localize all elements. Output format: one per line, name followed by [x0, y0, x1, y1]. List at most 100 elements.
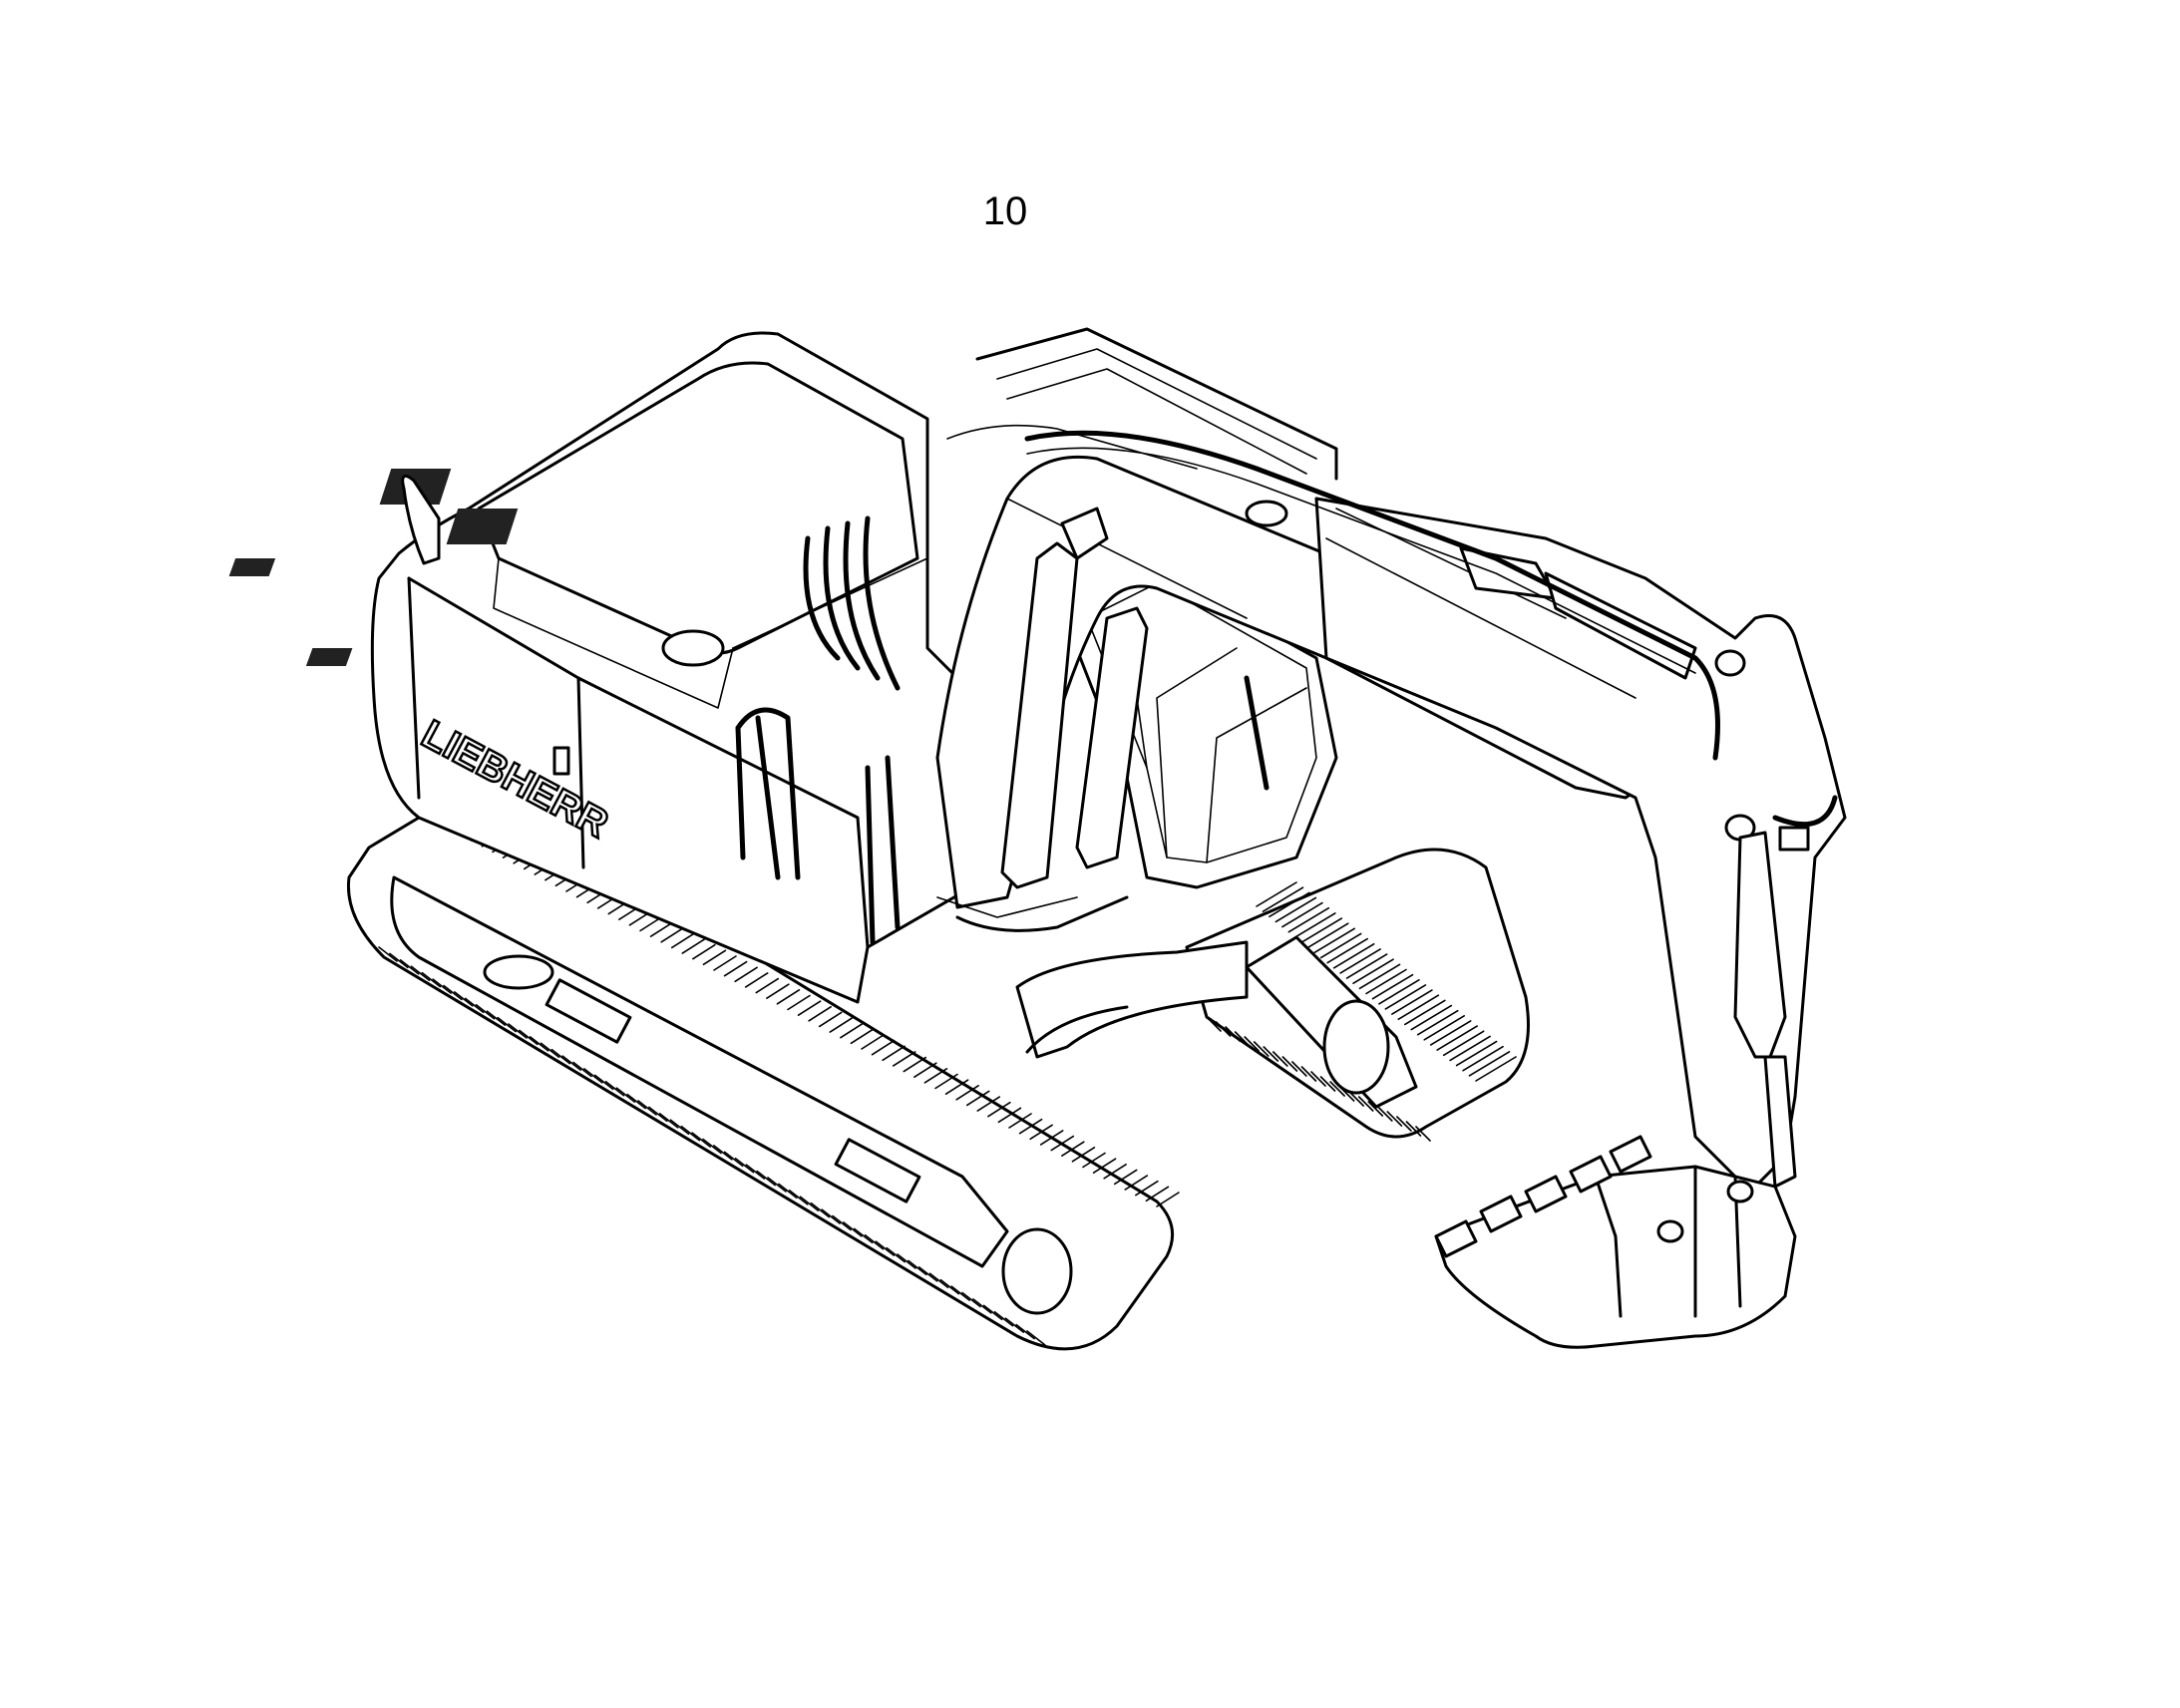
track-link	[972, 1298, 992, 1314]
boom-pivot-pin	[1245, 500, 1288, 527]
track-link	[1397, 994, 1440, 1021]
track-link	[923, 1068, 948, 1084]
track-link	[892, 1051, 916, 1067]
track-link	[755, 977, 780, 994]
track-link	[1352, 958, 1394, 985]
track-link	[1008, 1113, 1032, 1129]
track-link	[660, 926, 684, 943]
track-link	[1404, 999, 1446, 1026]
track-link	[432, 978, 452, 994]
fuel-cap	[661, 629, 725, 667]
track-link	[681, 938, 706, 954]
track-link	[475, 1003, 496, 1020]
track-link	[767, 1177, 787, 1193]
track-link	[987, 1101, 1011, 1118]
track-link	[939, 1278, 960, 1295]
track-link	[519, 1029, 539, 1046]
bucket-link-pin	[1726, 1180, 1754, 1203]
track-link	[850, 1028, 875, 1045]
track-link	[1358, 963, 1401, 990]
track-link	[840, 1022, 864, 1039]
track-link	[1103, 1163, 1127, 1180]
track-link	[944, 1079, 969, 1095]
boom-cylinders	[1000, 507, 1149, 889]
track-link	[829, 1017, 854, 1033]
track-link	[691, 1132, 711, 1148]
track-link	[464, 997, 485, 1014]
track-link	[443, 984, 463, 1001]
track-link	[864, 1233, 885, 1250]
track-link	[913, 1062, 937, 1079]
track-link	[1050, 1135, 1075, 1152]
track-link	[497, 1016, 517, 1033]
track-link	[1429, 1020, 1472, 1046]
track-link	[908, 1259, 927, 1276]
track-link	[1371, 973, 1414, 1000]
hydraulic-hoses	[803, 424, 1838, 828]
exhaust-stack	[401, 475, 441, 565]
arm-pin-upper	[1714, 649, 1746, 677]
track-link	[454, 991, 474, 1007]
track-link	[1410, 1004, 1453, 1031]
track-link	[1386, 1111, 1403, 1127]
track-link	[572, 1061, 592, 1078]
track-link	[626, 1093, 646, 1110]
boom-cylinder-right	[1075, 606, 1149, 869]
track-link	[486, 1010, 507, 1026]
figure-number-label: 10	[982, 189, 1028, 233]
track-link	[1357, 1096, 1374, 1112]
track-link	[903, 1056, 927, 1073]
track-link	[766, 983, 790, 1000]
track-link	[818, 1011, 843, 1028]
track-link	[604, 1080, 625, 1097]
track-link	[1436, 1025, 1478, 1051]
track-link	[1135, 1180, 1159, 1196]
track-link	[1462, 1045, 1504, 1072]
track-link	[1215, 1021, 1232, 1037]
track-link	[1269, 891, 1310, 918]
cylinder-clamp	[1778, 826, 1810, 852]
swing-frame	[936, 895, 1129, 932]
track-link	[1061, 1141, 1085, 1158]
track-link	[1300, 1066, 1317, 1082]
track-link	[875, 1240, 896, 1256]
track-link	[1378, 978, 1420, 1005]
track-link	[1405, 1121, 1422, 1137]
track-link	[1294, 912, 1336, 938]
track-link	[615, 1087, 636, 1103]
bucket	[1434, 1135, 1797, 1349]
track-link	[670, 932, 695, 949]
track-link	[1244, 1036, 1260, 1052]
track-link	[637, 1100, 657, 1116]
track-link	[1281, 901, 1323, 928]
left-track-cover-cutout	[483, 954, 554, 990]
track-link	[723, 960, 748, 977]
side-vent	[228, 558, 276, 576]
track-link	[1274, 896, 1317, 923]
track-link	[1234, 1031, 1251, 1047]
track-link	[1156, 1192, 1180, 1207]
track-link	[378, 946, 398, 962]
track-link	[1206, 1016, 1222, 1032]
track-link	[821, 1208, 841, 1224]
track-link	[1442, 1030, 1485, 1057]
track-link	[649, 921, 674, 937]
track-link	[680, 1125, 701, 1142]
track-link	[1004, 1317, 1025, 1333]
track-link	[1300, 917, 1343, 943]
track-link	[1339, 948, 1381, 974]
track-link	[702, 1138, 722, 1155]
track-link	[550, 1048, 571, 1065]
arm	[1314, 497, 1847, 1189]
track-link	[1306, 922, 1349, 948]
track-link	[399, 959, 420, 975]
track-link	[982, 1304, 1003, 1321]
track-link	[1256, 881, 1297, 907]
track-link	[950, 1285, 970, 1301]
track-link	[692, 943, 716, 960]
track-link	[955, 1084, 979, 1101]
track-link	[1348, 1091, 1364, 1107]
left-track	[346, 798, 1180, 1351]
track-link	[734, 966, 758, 983]
bucket-tooth-4	[1569, 1155, 1613, 1194]
